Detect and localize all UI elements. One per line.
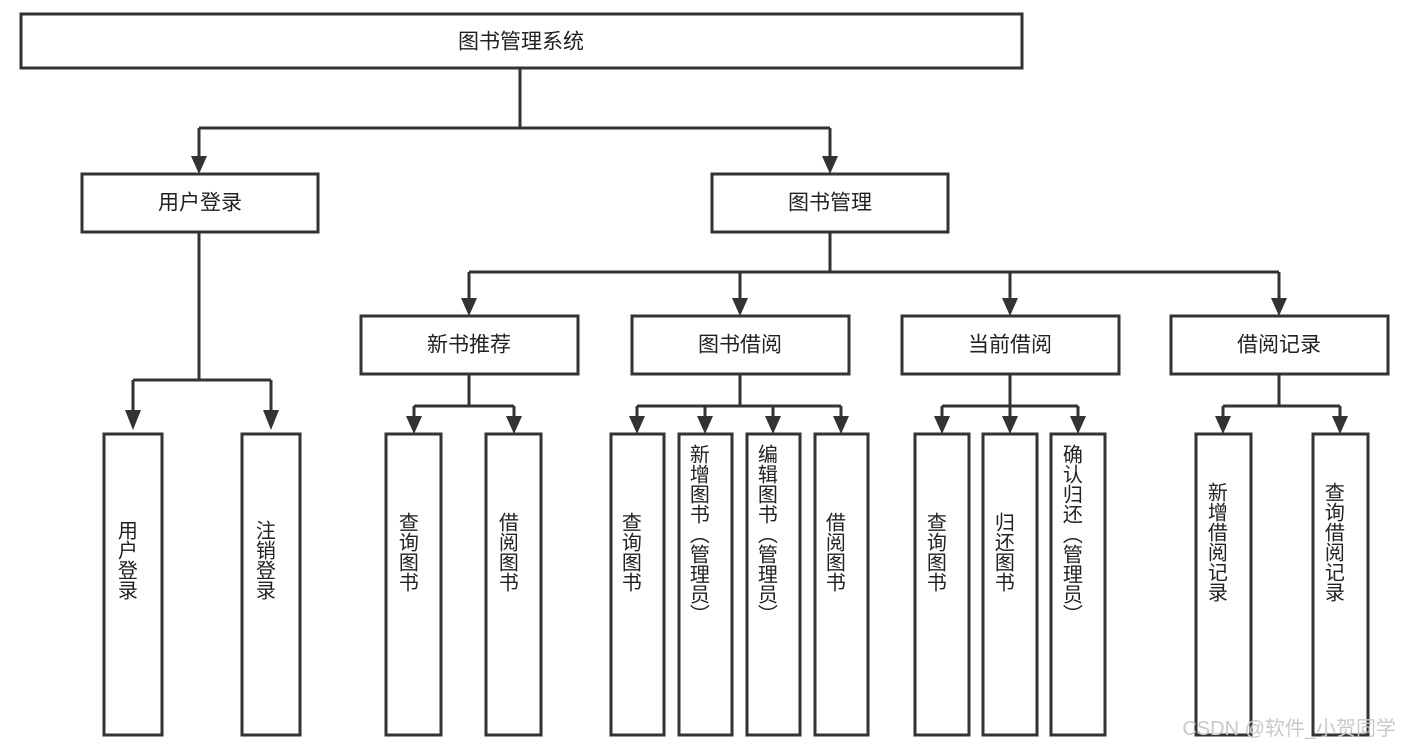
leaf-label: 查询图书 — [395, 512, 418, 592]
node-user-login[interactable]: 用户登录 — [80, 172, 320, 234]
leaf-box[interactable] — [745, 432, 802, 737]
arrow-head-current-borrow-leaf1 — [1002, 416, 1018, 434]
node-new-book-label: 新书推荐 — [427, 334, 511, 357]
node-book-manage-box[interactable] — [710, 172, 950, 234]
leaf-user-login-0[interactable]: 用户登录 — [102, 432, 164, 737]
node-current-borrow-box[interactable] — [900, 314, 1121, 376]
csdn-watermark: CSDN @软件_小贺同学 — [1182, 717, 1396, 740]
arrow-head-new-book-leaf1 — [506, 416, 522, 434]
node-root-label: 图书管理系统 — [458, 31, 584, 54]
node-user-login-box[interactable] — [80, 172, 320, 234]
leaf-box[interactable] — [813, 432, 870, 737]
leaf-box[interactable] — [384, 432, 443, 737]
leaf-new-book-1[interactable]: 借阅图书 — [484, 432, 543, 737]
node-borrow-record-box[interactable] — [1169, 314, 1390, 376]
arrow-head-book-manage — [822, 156, 838, 174]
leaf-user-login-1[interactable]: 注销登录 — [240, 432, 302, 737]
leaf-borrow-book-0[interactable]: 查询图书 — [609, 432, 666, 737]
leaf-label: 借阅图书 — [822, 512, 845, 592]
leaf-borrow-book-3[interactable]: 借阅图书 — [813, 432, 870, 737]
node-current-borrow[interactable]: 当前借阅 — [900, 314, 1121, 376]
node-borrow-book-box[interactable] — [630, 314, 851, 376]
node-book-manage[interactable]: 图书管理 — [710, 172, 950, 234]
leaf-current-borrow-2[interactable]: 确认归还（管理员） — [1049, 432, 1107, 737]
arrow-head-current-borrow-leaf0 — [934, 416, 950, 434]
node-root-box[interactable] — [19, 12, 1024, 70]
node-borrow-record[interactable]: 借阅记录 — [1169, 314, 1390, 376]
arrow-head-current-borrow-leaf2 — [1070, 416, 1086, 434]
node-borrow-book-label: 图书借阅 — [698, 334, 782, 357]
leaf-label: 用户登录 — [114, 520, 137, 600]
leaf-box[interactable] — [102, 432, 164, 737]
arrow-head-borrow-book-leaf3 — [833, 416, 849, 434]
leaf-box[interactable] — [1194, 432, 1253, 737]
leaf-borrow-book-1[interactable]: 新增图书（管理员） — [677, 432, 734, 737]
leaf-label: 确认归还（管理员） — [1059, 444, 1082, 624]
arrow-head-new-book-leaf0 — [406, 416, 422, 434]
arrow-head-user-login-leaf0 — [125, 410, 141, 430]
arrow-head-borrow-record — [1271, 298, 1287, 316]
arrow-head-new-book — [461, 298, 477, 316]
leaf-label: 借阅图书 — [495, 512, 518, 592]
leaf-box[interactable] — [913, 432, 971, 737]
leaf-current-borrow-0[interactable]: 查询图书 — [913, 432, 971, 737]
leaf-box[interactable] — [981, 432, 1039, 737]
node-book-manage-label: 图书管理 — [788, 192, 872, 215]
leaf-box[interactable] — [484, 432, 543, 737]
leaf-box[interactable] — [609, 432, 666, 737]
node-current-borrow-label: 当前借阅 — [968, 334, 1052, 357]
arrow-head-current-borrow — [1002, 298, 1018, 316]
node-root[interactable]: 图书管理系统 — [19, 12, 1024, 70]
node-new-book-box[interactable] — [359, 314, 580, 376]
leaf-label: 查询图书 — [618, 512, 641, 592]
leaf-box[interactable] — [1049, 432, 1107, 737]
node-borrow-record-label: 借阅记录 — [1237, 334, 1321, 357]
leaf-label: 注销登录 — [252, 520, 275, 600]
leaf-new-book-0[interactable]: 查询图书 — [384, 432, 443, 737]
leaf-label: 新增借阅记录 — [1204, 482, 1227, 602]
arrow-head-borrow-record-leaf0 — [1215, 416, 1231, 434]
leaf-label: 查询图书 — [923, 512, 946, 592]
arrow-head-user-login — [191, 156, 207, 174]
arrow-head-borrow-record-leaf1 — [1332, 416, 1348, 434]
connector-layer — [125, 68, 1348, 434]
leaf-label: 归还图书 — [991, 512, 1014, 592]
leaf-label: 编辑图书（管理员） — [754, 444, 777, 624]
leaf-borrow-record-0[interactable]: 新增借阅记录 — [1194, 432, 1253, 737]
arrow-head-borrow-book — [732, 298, 748, 316]
leaf-box[interactable] — [240, 432, 302, 737]
leaf-borrow-record-1[interactable]: 查询借阅记录 — [1311, 432, 1370, 737]
leaf-current-borrow-1[interactable]: 归还图书 — [981, 432, 1039, 737]
arrow-head-user-login-leaf1 — [263, 410, 279, 430]
arrow-head-borrow-book-leaf1 — [697, 416, 713, 434]
leaf-label: 查询借阅记录 — [1321, 482, 1344, 602]
arrow-head-borrow-book-leaf0 — [629, 416, 645, 434]
leaf-label: 新增图书（管理员） — [686, 444, 709, 624]
leaf-borrow-book-2[interactable]: 编辑图书（管理员） — [745, 432, 802, 737]
node-borrow-book[interactable]: 图书借阅 — [630, 314, 851, 376]
leaf-box[interactable] — [677, 432, 734, 737]
arrow-head-borrow-book-leaf2 — [765, 416, 781, 434]
node-user-login-label: 用户登录 — [158, 192, 242, 215]
node-new-book[interactable]: 新书推荐 — [359, 314, 580, 376]
leaf-box[interactable] — [1311, 432, 1370, 737]
